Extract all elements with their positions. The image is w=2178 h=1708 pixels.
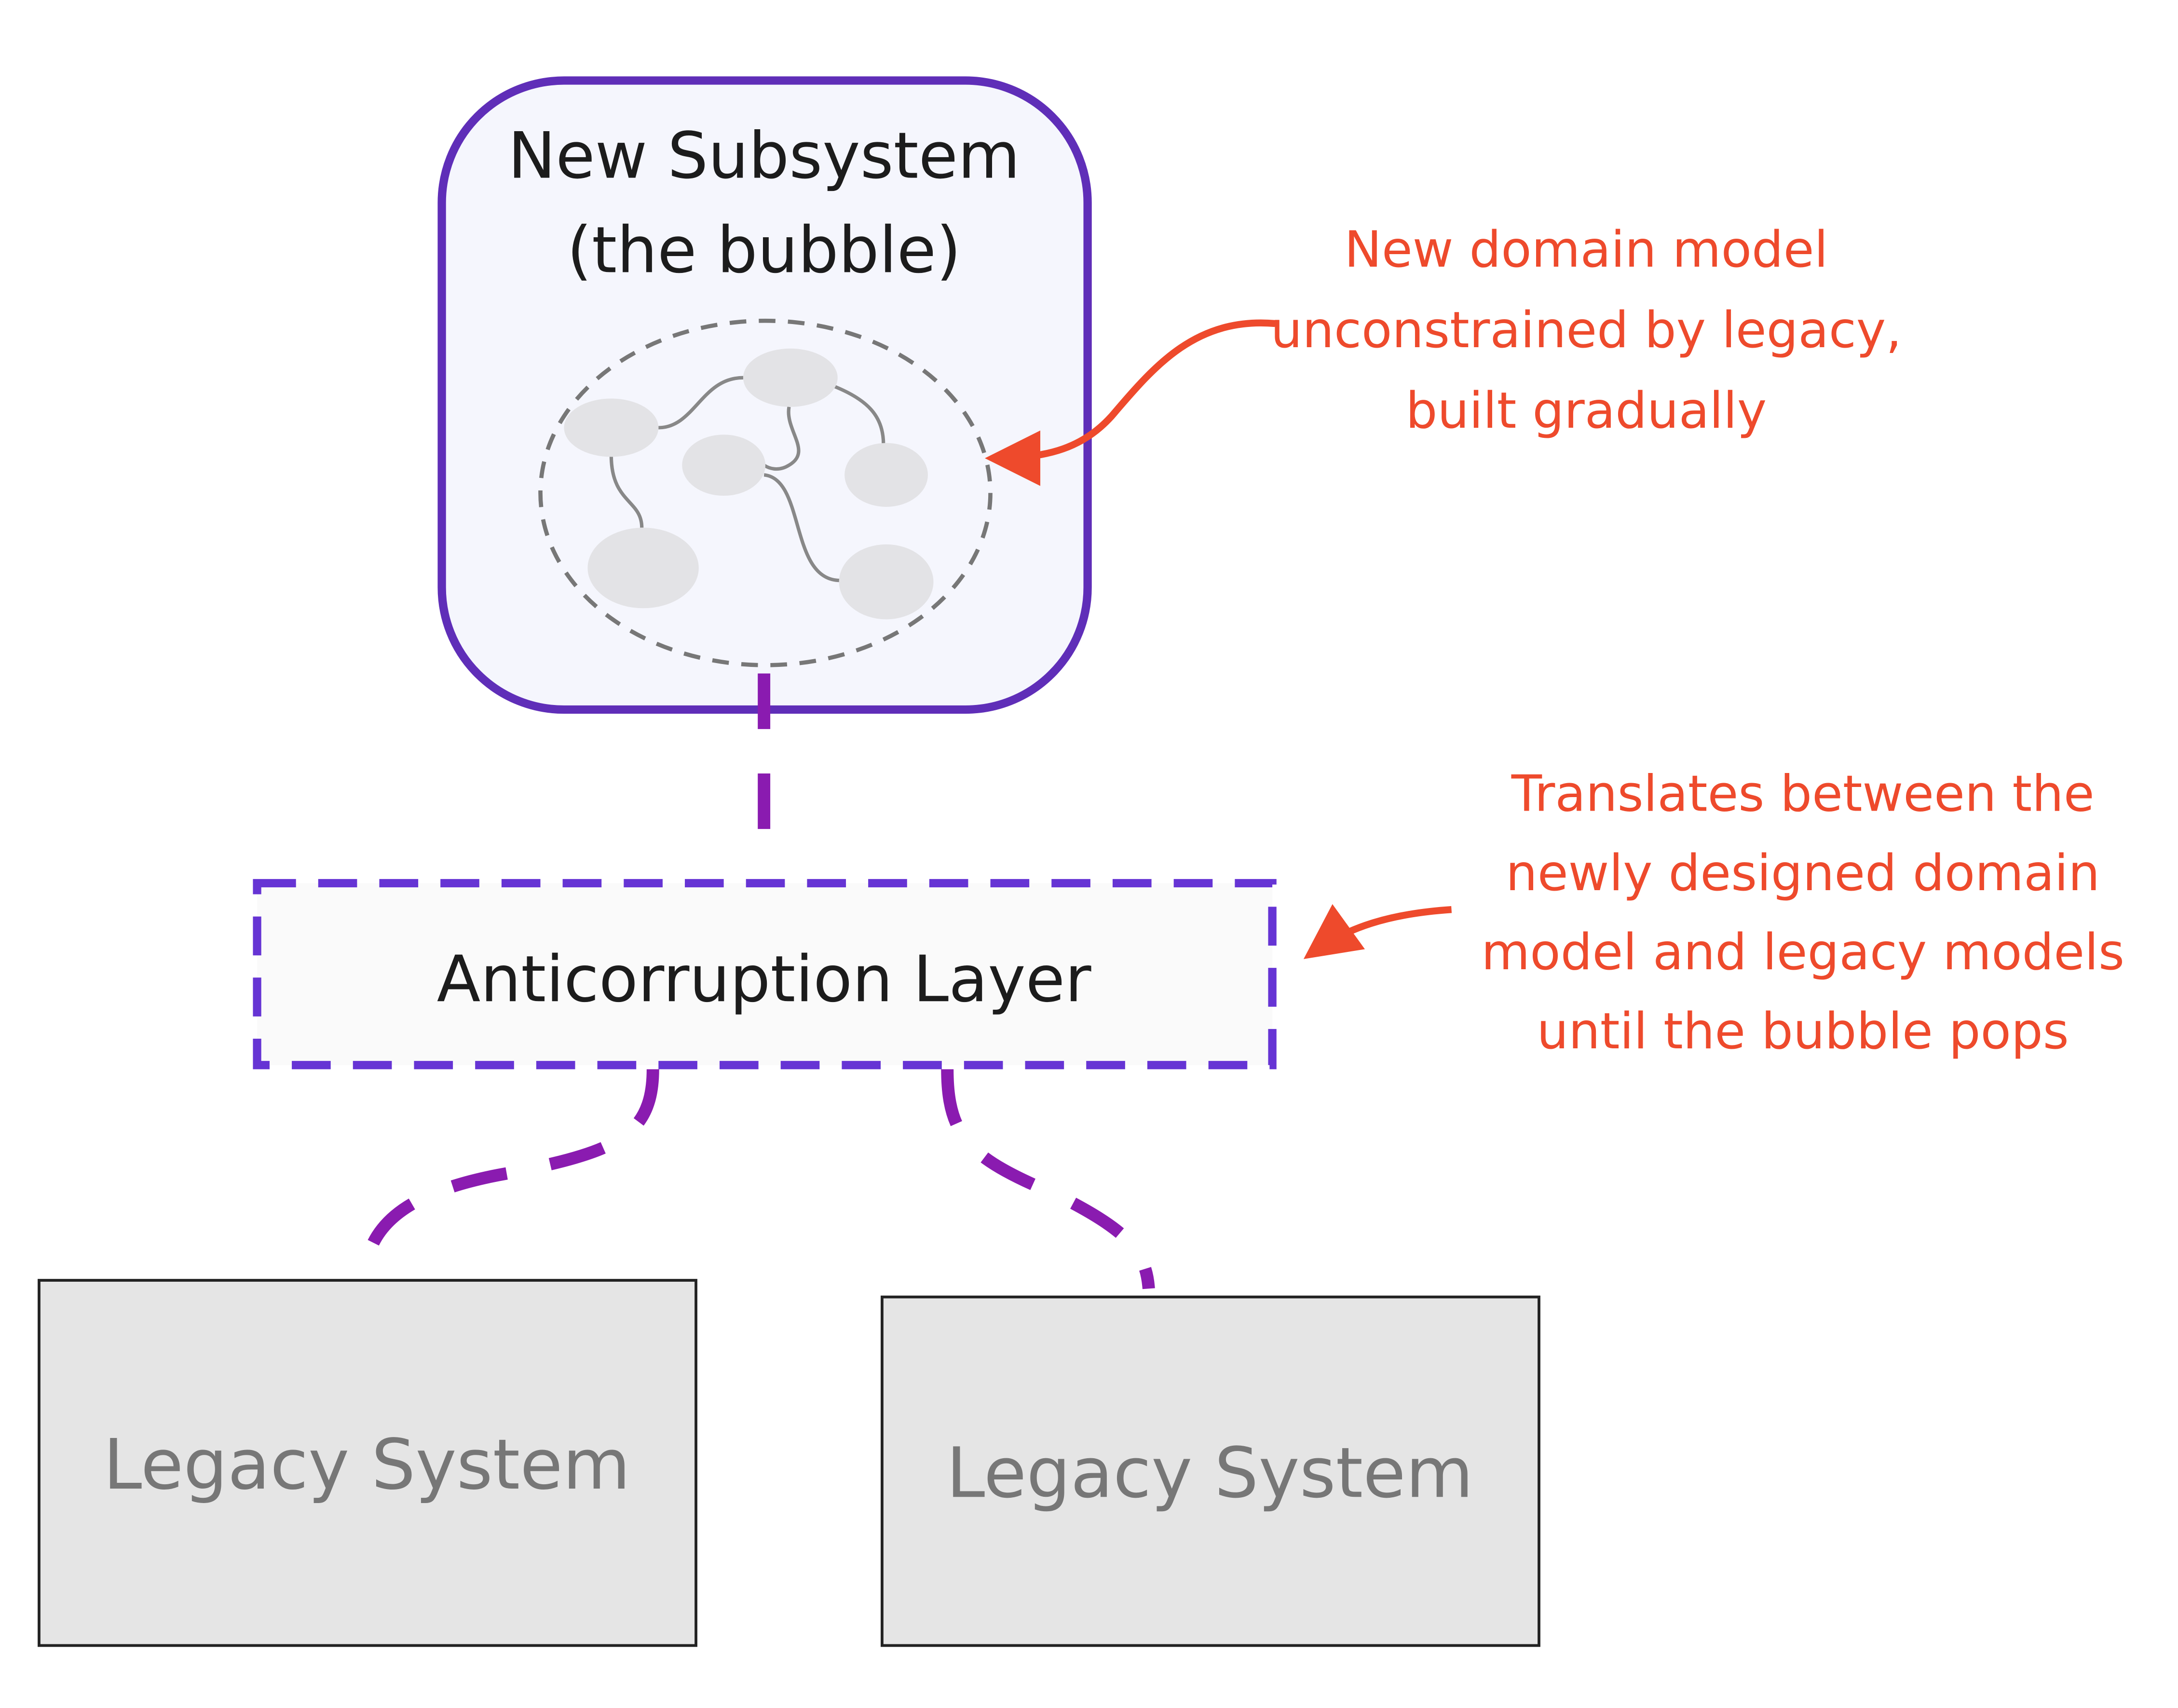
anticorruption-layer-label: Anticorruption Layer <box>437 942 1091 1017</box>
curved-arrow-icon <box>1303 904 1452 959</box>
new-subsystem-box[interactable]: New Subsystem (the bubble) <box>437 76 1092 714</box>
translation-annotation: Translates between the newly designed do… <box>1303 765 2124 1060</box>
translation-annotation-line-1: Translates between the <box>1511 765 2095 823</box>
domain-model-annotation-line-2: unconstrained by legacy, <box>1271 301 1902 359</box>
legacy-system-right-label: Legacy System <box>946 1432 1473 1513</box>
translation-annotation-line-4: until the bubble pops <box>1537 1003 2069 1060</box>
new-subsystem-title: New Subsystem <box>508 119 1020 193</box>
translation-annotation-line-3: model and legacy models <box>1481 923 2124 981</box>
legacy-system-left-label: Legacy System <box>103 1424 630 1505</box>
domain-model-annotation-line-1: New domain model <box>1344 221 1828 279</box>
new-subsystem-subtitle: (the bubble) <box>567 213 961 287</box>
translation-annotation-line-2: newly designed domain <box>1506 844 2100 902</box>
curved-arrow-icon <box>985 319 1276 486</box>
domain-model-cluster-icon <box>538 318 993 667</box>
domain-model-annotation: New domain model unconstrained by legacy… <box>985 221 1902 486</box>
connector-acl-to-legacy-left <box>357 1069 659 1278</box>
legacy-system-right-box[interactable]: Legacy System <box>881 1295 1540 1647</box>
anticorruption-layer-box[interactable]: Anticorruption Layer <box>253 879 1277 1070</box>
connector-acl-to-legacy-right <box>941 1069 1155 1289</box>
domain-model-annotation-line-3: built gradually <box>1406 382 1767 440</box>
legacy-system-left-box[interactable]: Legacy System <box>38 1279 697 1647</box>
